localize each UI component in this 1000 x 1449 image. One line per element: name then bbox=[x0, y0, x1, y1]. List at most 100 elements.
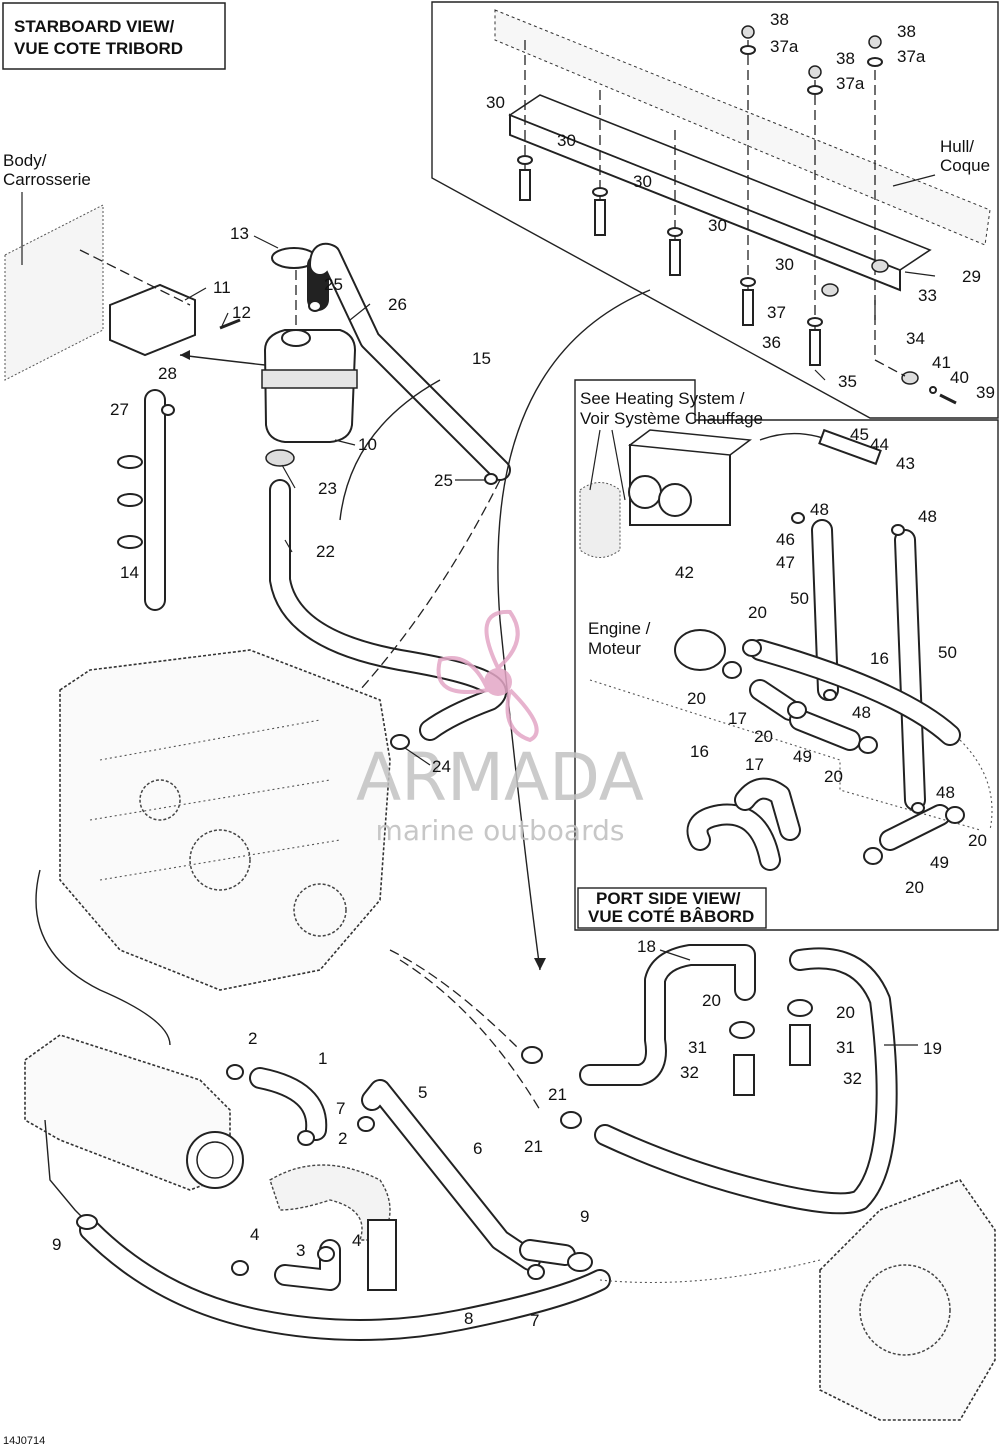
callout-9: 9 bbox=[580, 1207, 589, 1226]
callout-7: 7 bbox=[336, 1099, 345, 1118]
engine-label-line1: Engine / bbox=[588, 619, 651, 638]
callout-20: 20 bbox=[702, 991, 721, 1010]
callout-49: 49 bbox=[930, 853, 949, 872]
callout-19: 19 bbox=[923, 1039, 942, 1058]
fitting-31-left bbox=[733, 1054, 755, 1096]
callout-43: 43 bbox=[896, 454, 915, 473]
callout-14: 14 bbox=[120, 563, 139, 582]
callout-17: 17 bbox=[728, 709, 747, 728]
port-side-frame bbox=[574, 379, 999, 931]
callout-8: 8 bbox=[464, 1309, 473, 1328]
figure-code: 14J0714 bbox=[3, 1435, 45, 1447]
callout-20: 20 bbox=[687, 689, 706, 708]
hull-plate bbox=[494, 9, 991, 246]
callout-10: 10 bbox=[358, 435, 377, 454]
fitting-31-right bbox=[789, 1024, 811, 1066]
callout-4: 4 bbox=[352, 1231, 361, 1250]
callout-48: 48 bbox=[810, 500, 829, 519]
callout-44: 44 bbox=[870, 435, 889, 454]
callout-37a: 37a bbox=[897, 47, 926, 66]
callout-39: 39 bbox=[976, 383, 995, 402]
callout-16: 16 bbox=[870, 649, 889, 668]
callout-21: 21 bbox=[524, 1137, 543, 1156]
callout-1: 1 bbox=[318, 1049, 327, 1068]
callout-49: 49 bbox=[793, 747, 812, 766]
callout-5: 5 bbox=[418, 1083, 427, 1102]
starboard-title-line1: STARBOARD VIEW/ bbox=[14, 17, 175, 36]
hose-clamps bbox=[76, 300, 965, 1280]
callout-2: 2 bbox=[248, 1029, 257, 1048]
callout-18: 18 bbox=[637, 937, 656, 956]
callout-22: 22 bbox=[316, 542, 335, 561]
callout-50: 50 bbox=[938, 643, 957, 662]
callout-30: 30 bbox=[486, 93, 505, 112]
callout-6: 6 bbox=[473, 1139, 482, 1158]
starboard-hoses bbox=[144, 242, 511, 741]
callout-38: 38 bbox=[770, 10, 789, 29]
callout-9: 9 bbox=[52, 1235, 61, 1254]
hull-label-line1: Hull/ bbox=[940, 137, 974, 156]
callout-26: 26 bbox=[388, 295, 407, 314]
callout-36: 36 bbox=[762, 333, 781, 352]
watermark-brand: ARMADA bbox=[356, 739, 644, 816]
callout-15: 15 bbox=[472, 349, 491, 368]
bolt-set bbox=[517, 25, 957, 405]
callout-45: 45 bbox=[850, 425, 869, 444]
callout-7: 7 bbox=[530, 1311, 539, 1330]
callout-20: 20 bbox=[748, 603, 767, 622]
callout-31: 31 bbox=[688, 1038, 707, 1057]
callout-23: 23 bbox=[318, 479, 337, 498]
hull-detail-frame bbox=[431, 1, 999, 419]
callout-37: 37 bbox=[767, 303, 786, 322]
callout-4: 4 bbox=[250, 1225, 259, 1244]
port-title-line2: VUE COTÉ BÂBORD bbox=[588, 907, 754, 926]
callout-38: 38 bbox=[836, 49, 855, 68]
callout-21: 21 bbox=[548, 1085, 567, 1104]
heating-note-line1: See Heating System / bbox=[580, 389, 745, 408]
body-label-line2: Carrosserie bbox=[3, 170, 91, 189]
callout-41: 41 bbox=[932, 353, 951, 372]
routing-arrow bbox=[497, 289, 651, 971]
callout-42: 42 bbox=[675, 563, 694, 582]
callout-20: 20 bbox=[754, 727, 773, 746]
callout-38: 38 bbox=[897, 22, 916, 41]
heating-note-line2: Voir Système Chauffage bbox=[580, 409, 763, 428]
expansion-tank bbox=[179, 247, 358, 467]
callout-2: 2 bbox=[338, 1129, 347, 1148]
body-panel bbox=[4, 204, 241, 381]
callout-37a: 37a bbox=[770, 37, 799, 56]
callout-31: 31 bbox=[836, 1038, 855, 1057]
port-title-line1: PORT SIDE VIEW/ bbox=[596, 889, 741, 908]
callout-33: 33 bbox=[918, 286, 937, 305]
callout-30: 30 bbox=[633, 172, 652, 191]
callout-labels: 1 2 2 3 4 4 5 6 7 7 8 9 9 10 11 12 13 14… bbox=[52, 10, 995, 1330]
callout-50: 50 bbox=[790, 589, 809, 608]
callout-28: 28 bbox=[158, 364, 177, 383]
callout-16: 16 bbox=[690, 742, 709, 761]
callout-32: 32 bbox=[680, 1063, 699, 1082]
starboard-title-line2: VUE COTE TRIBORD bbox=[14, 39, 183, 58]
callout-48: 48 bbox=[936, 783, 955, 802]
starboard-header-box bbox=[2, 2, 226, 70]
callout-37a: 37a bbox=[836, 74, 865, 93]
callout-30: 30 bbox=[708, 216, 727, 235]
leader-lines bbox=[184, 235, 936, 1046]
callout-11: 11 bbox=[213, 278, 231, 297]
body-label-line1: Body/ bbox=[3, 151, 47, 170]
callout-12: 12 bbox=[232, 303, 251, 322]
callout-20: 20 bbox=[836, 1003, 855, 1022]
callout-30: 30 bbox=[775, 255, 794, 274]
callout-46: 46 bbox=[776, 530, 795, 549]
callout-48: 48 bbox=[918, 507, 937, 526]
callout-48: 48 bbox=[852, 703, 871, 722]
watermark-tagline: marine outboards bbox=[376, 814, 625, 847]
callout-29: 29 bbox=[962, 267, 981, 286]
callout-20: 20 bbox=[968, 831, 987, 850]
callout-32: 32 bbox=[843, 1069, 862, 1088]
callout-47: 47 bbox=[776, 553, 795, 572]
exhaust-manifold bbox=[24, 1034, 244, 1231]
hull-label-line2: Coque bbox=[940, 156, 990, 175]
callout-3: 3 bbox=[296, 1241, 305, 1260]
engine-block bbox=[35, 649, 391, 1046]
